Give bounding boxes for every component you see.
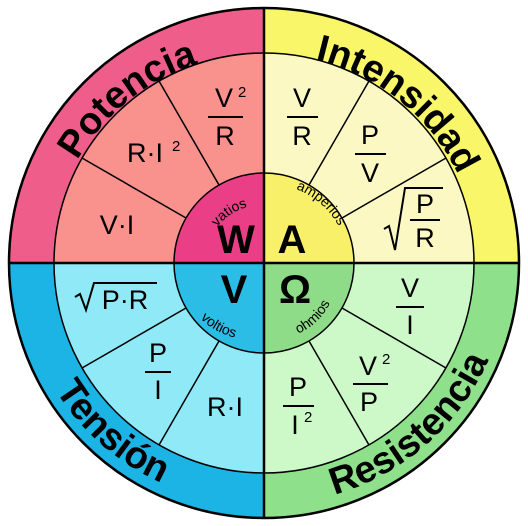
intensidad-inner-sector <box>264 173 354 263</box>
svg-text:I: I <box>154 375 162 405</box>
intensidad-formula-sqrt-p-over-r: P R <box>383 187 443 253</box>
svg-text:V: V <box>401 273 419 303</box>
svg-text:V: V <box>215 83 233 113</box>
svg-text:R: R <box>415 223 435 253</box>
ohm-symbol: Ω <box>279 268 311 312</box>
svg-text:P: P <box>149 338 167 368</box>
svg-text:2: 2 <box>382 351 390 368</box>
tension-formula-p-over-i: P I <box>145 338 171 405</box>
svg-text:P: P <box>416 189 434 219</box>
svg-text:P: P <box>361 120 379 150</box>
svg-text:R·I: R·I <box>127 138 163 168</box>
svg-text:R: R <box>292 121 312 151</box>
svg-text:2: 2 <box>304 409 312 426</box>
resistencia-inner-sector <box>264 263 354 353</box>
svg-text:P: P <box>289 372 307 402</box>
tension-formula-sqrt-pr: P·R <box>74 282 157 315</box>
volt-symbol: V <box>221 268 248 312</box>
svg-text:2: 2 <box>238 84 246 101</box>
tension-inner-sector <box>174 263 264 353</box>
intensidad-formula-v-over-r: V R <box>287 83 318 151</box>
svg-text:V: V <box>359 351 377 381</box>
svg-text:I: I <box>291 410 299 440</box>
potencia-formula-ri2: R·I 2 <box>127 138 180 168</box>
svg-text:P·R: P·R <box>102 285 149 315</box>
potencia-inner-sector <box>174 173 264 263</box>
tension-formula-ri: R·I <box>207 392 243 422</box>
resistencia-formula-p-over-i2: P I 2 <box>283 372 314 440</box>
svg-text:P: P <box>360 387 378 417</box>
svg-text:I: I <box>406 310 414 340</box>
svg-text:V: V <box>293 83 311 113</box>
watt-symbol: W <box>217 218 255 262</box>
svg-text:R: R <box>215 121 235 151</box>
potencia-formula-v2-over-r: V 2 R <box>208 83 246 151</box>
resistencia-formula-v-over-i: V I <box>396 273 424 340</box>
intensidad-formula-p-over-v: P V <box>355 120 386 188</box>
potencia-formula-vi: V·I <box>100 210 135 240</box>
svg-text:2: 2 <box>172 138 180 155</box>
ampere-symbol: A <box>278 218 307 262</box>
svg-text:V: V <box>361 158 379 188</box>
formula-spokes <box>81 80 447 446</box>
resistencia-formula-v2-over-p: V 2 P <box>353 351 390 417</box>
